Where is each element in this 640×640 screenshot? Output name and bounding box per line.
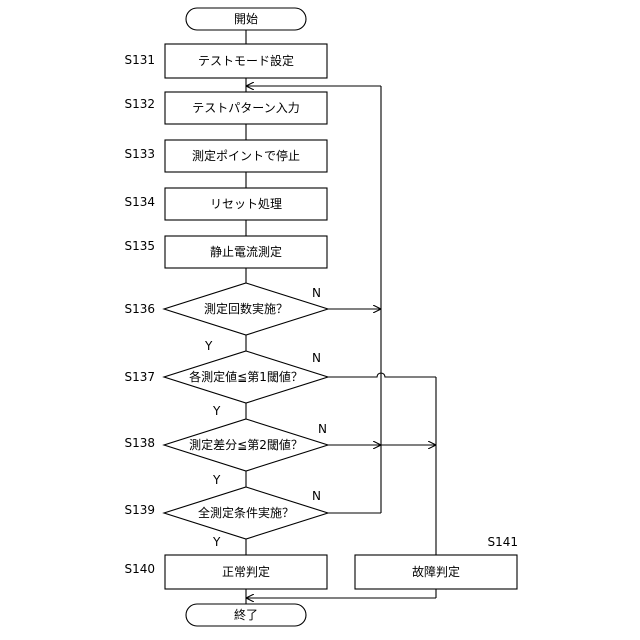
s137-label: 各測定値≦第1閾値？ [189,369,303,384]
s137-step-id: S137 [124,370,155,384]
s136-step-id: S136 [124,302,155,316]
end-terminal: 終了 [186,604,306,626]
s141-step-id: S141 [487,535,518,549]
end-label: 終了 [234,607,258,622]
s138-no-label: N [318,422,327,436]
s132-step-id: S132 [124,97,155,111]
s139-label: 全測定条件実施？ [198,505,294,520]
process-s141: 故障判定 [355,555,517,589]
s139-step-id: S139 [124,503,155,517]
s138-label: 測定差分≦第2閾値？ [189,437,303,452]
s134-label: リセット処理 [210,197,282,211]
process-s135: 静止電流測定 [165,236,327,268]
s137-yes-label: Y [212,404,221,418]
process-s132: テストパターン入力 [165,92,327,124]
s137-no-line [328,373,436,377]
s135-step-id: S135 [124,239,155,253]
s138-step-id: S138 [124,436,155,450]
s139-no-label: N [312,489,321,503]
s140-step-id: S140 [124,562,155,576]
s140-label: 正常判定 [222,564,270,579]
s137-no-label: N [312,351,321,365]
decision-s139: 全測定条件実施？ [164,487,328,539]
s135-label: 静止電流測定 [210,244,282,259]
s132-label: テストパターン入力 [192,101,299,115]
s131-label: テストモード設定 [198,53,294,68]
s131-step-id: S131 [124,53,155,67]
s141-label: 故障判定 [412,564,460,579]
process-s133: 測定ポイントで停止 [165,140,327,172]
process-s134: リセット処理 [165,188,327,220]
s133-step-id: S133 [124,147,155,161]
s136-no-label: N [312,286,321,300]
s139-yes-label: Y [212,535,221,549]
decision-s136: 測定回数実施？ [164,283,328,335]
s134-step-id: S134 [124,195,155,209]
s136-label: 測定回数実施？ [204,301,288,316]
process-s131: テストモード設定 [165,44,327,78]
s138-yes-label: Y [212,473,221,487]
s136-yes-label: Y [204,339,213,353]
start-terminal: 開始 [186,8,306,30]
process-s140: 正常判定 [165,555,327,589]
decision-s138: 測定差分≦第2閾値？ [164,419,328,471]
decision-s137: 各測定値≦第1閾値？ [164,351,328,403]
start-label: 開始 [234,12,258,26]
s133-label: 測定ポイントで停止 [192,148,300,163]
